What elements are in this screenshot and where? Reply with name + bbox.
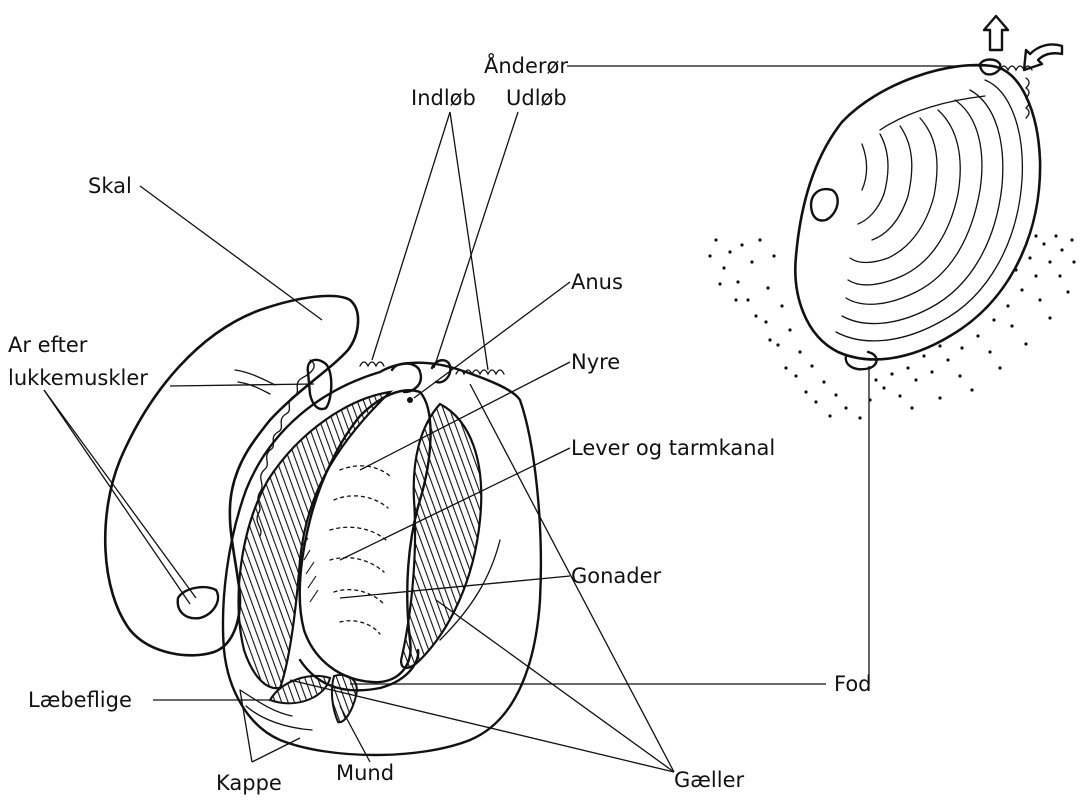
left-gill: [239, 392, 390, 688]
label-laebeflige: Læbeflige: [28, 688, 132, 712]
label-udlob: Udløb: [506, 86, 567, 110]
label-nyre: Nyre: [571, 350, 620, 374]
label-lukkemuskler: lukkemuskler: [8, 366, 148, 390]
label-fod: Fod: [834, 672, 872, 696]
label-indlob: Indløb: [411, 86, 476, 110]
label-gaeller: Gæller: [674, 768, 744, 792]
label-anderor: Ånderør: [484, 52, 568, 78]
label-skal: Skal: [88, 174, 132, 198]
buried-clam-illustration: [708, 16, 1075, 420]
open-clam-illustration: [105, 296, 541, 755]
label-gonader: Gonader: [571, 564, 662, 588]
label-ar-efter: Ar efter: [8, 333, 88, 357]
label-anus: Anus: [571, 270, 623, 294]
label-lever-og-tarmkanal: Lever og tarmkanal: [571, 436, 775, 460]
label-mund: Mund: [336, 761, 394, 785]
label-kappe: Kappe: [216, 771, 282, 795]
outflow-arrow-icon: [984, 16, 1008, 50]
right-gill: [401, 404, 481, 668]
buried-clam-shell: [795, 65, 1040, 359]
